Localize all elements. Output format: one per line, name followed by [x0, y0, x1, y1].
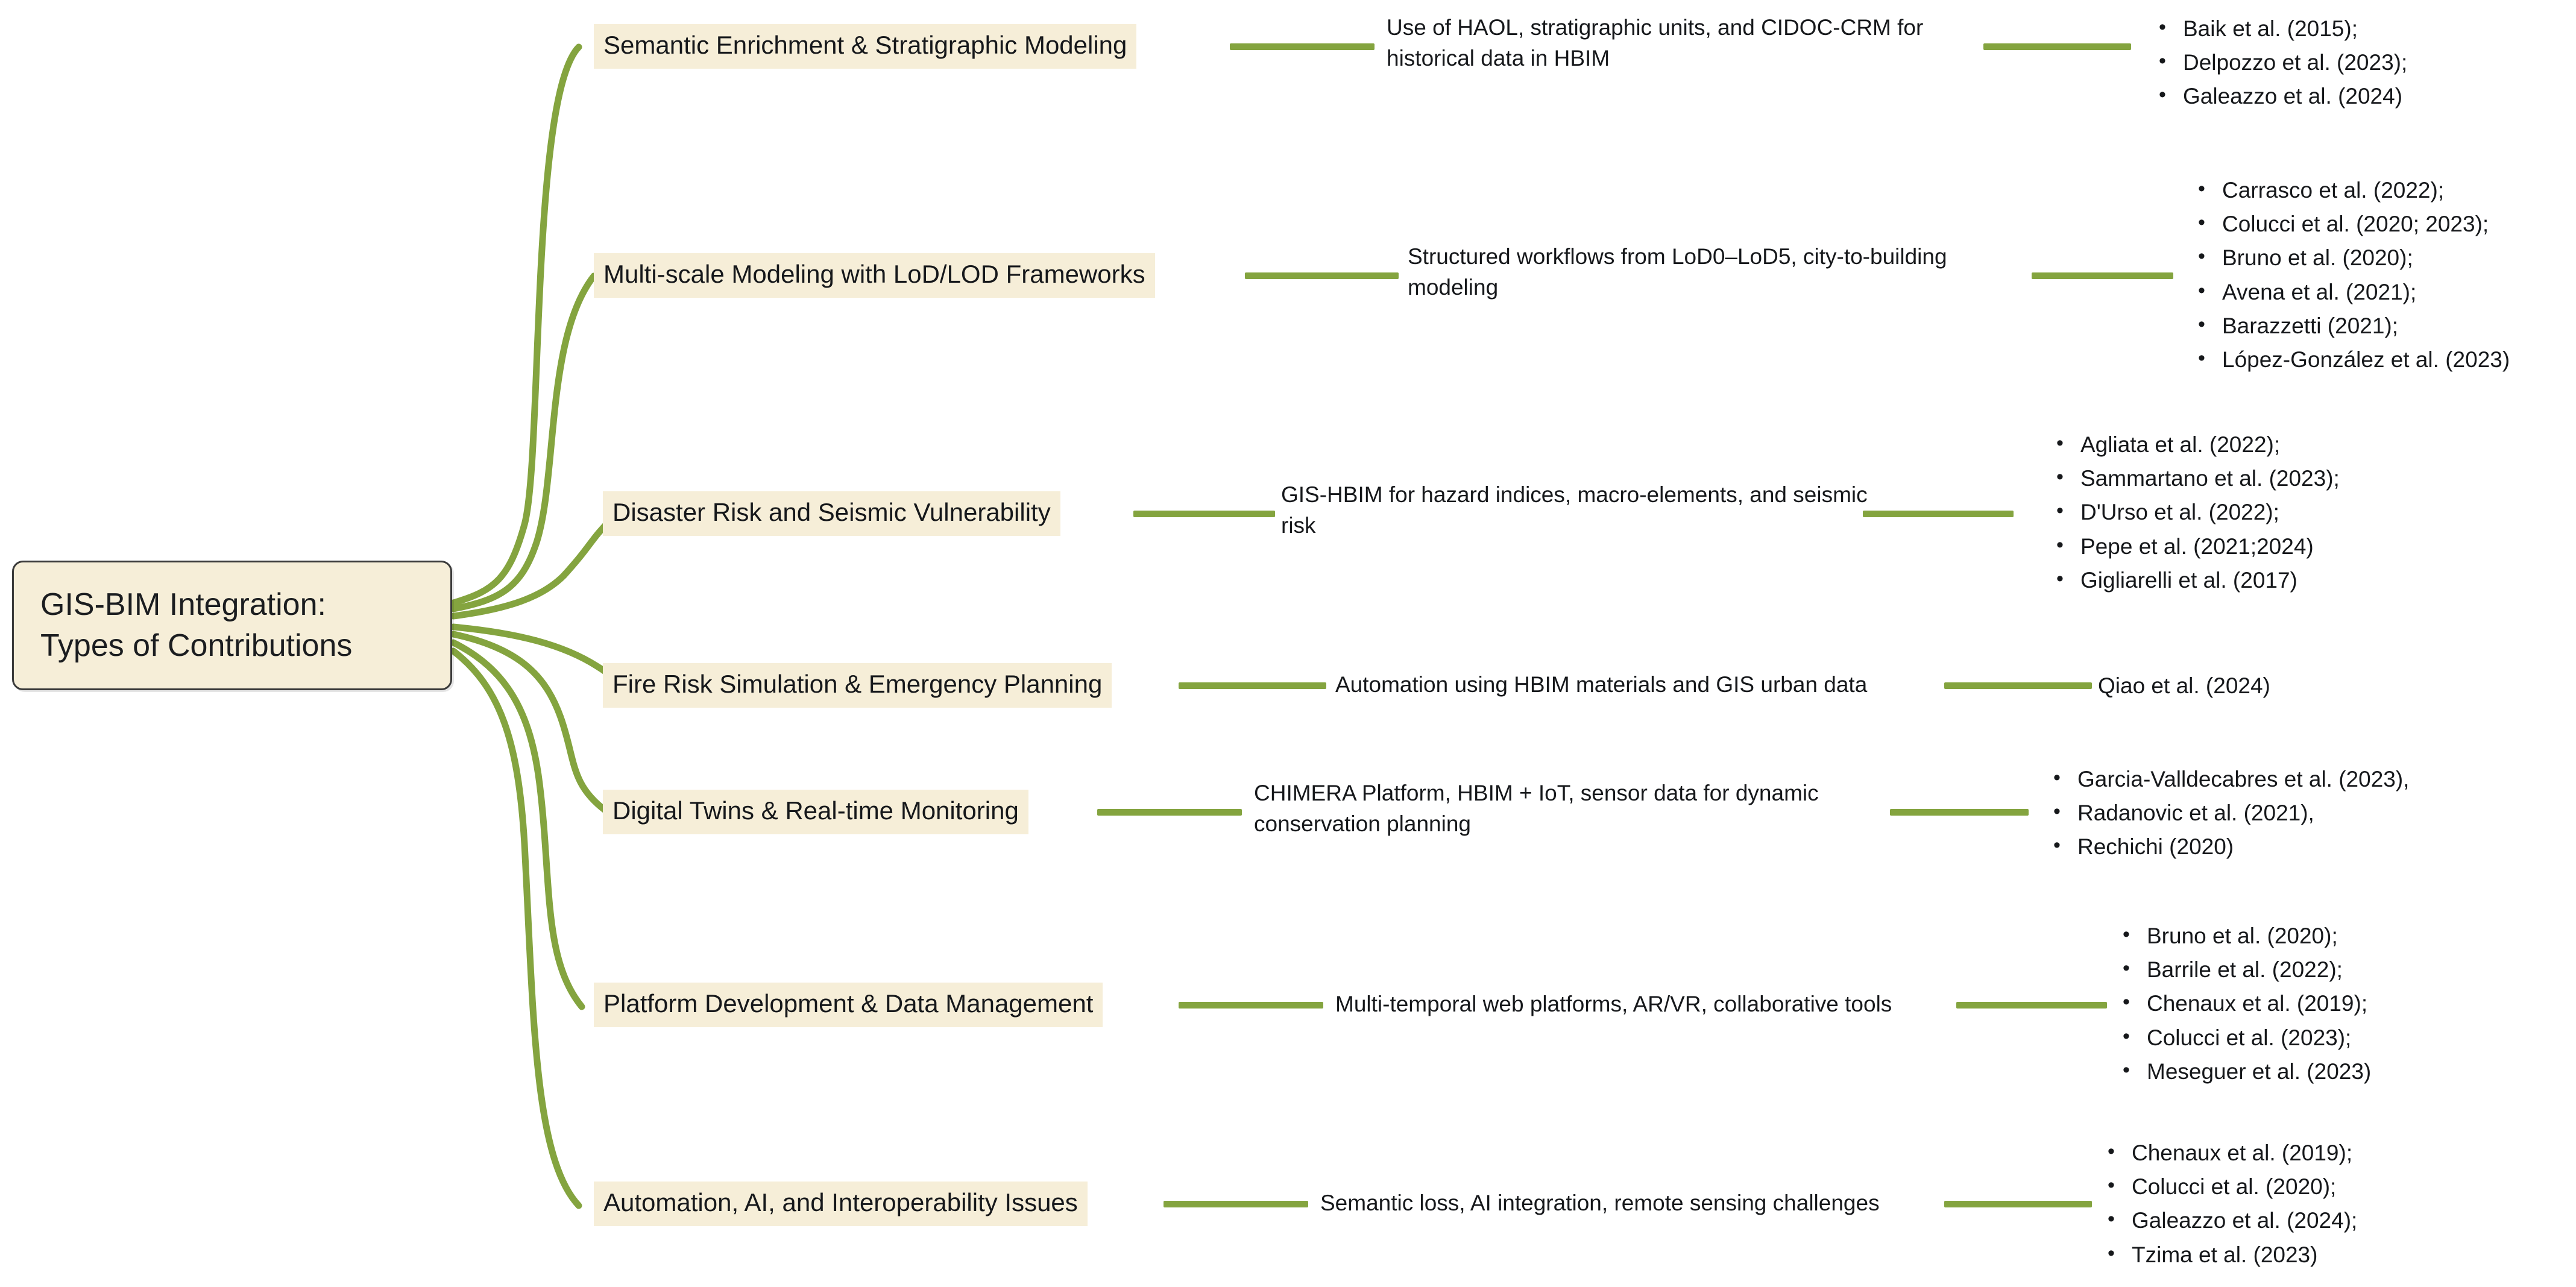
citation-item: Barazzetti (2021); — [2198, 309, 2510, 343]
topic-node-6[interactable]: Platform Development & Data Management — [594, 983, 1103, 1027]
citation-item: Agliata et al. (2022); — [2056, 428, 2340, 462]
connector-topic-desc-3 — [1133, 511, 1275, 517]
citation-item: López-González et al. (2023) — [2198, 343, 2510, 377]
description-5: CHIMERA Platform, HBIM + IoT, sensor dat… — [1254, 781, 1819, 837]
description-3: GIS-HBIM for hazard indices, macro-eleme… — [1281, 482, 1868, 538]
citation-item: Chenaux et al. (2019); — [2123, 987, 2371, 1021]
connector-desc-cites-2 — [2032, 272, 2173, 279]
connector-topic-desc-7 — [1164, 1201, 1308, 1207]
citation-item: Garcia-Valldecabres et al. (2023), — [2053, 763, 2410, 796]
citation-list-6: Bruno et al. (2020); Barrile et al. (202… — [2119, 919, 2371, 1089]
citation-item: Carrasco et al. (2022); — [2198, 174, 2510, 207]
root-node[interactable]: GIS-BIM Integration: Types of Contributi… — [12, 561, 452, 690]
description-6: Multi-temporal web platforms, AR/VR, col… — [1335, 992, 1892, 1016]
citation-item: Barrile et al. (2022); — [2123, 953, 2371, 987]
description-1: Use of HAOL, stratigraphic units, and CI… — [1387, 15, 1924, 71]
connector-desc-cites-4 — [1944, 682, 2092, 689]
topic-node-5[interactable]: Digital Twins & Real-time Monitoring — [603, 790, 1028, 834]
connector-topic-desc-1 — [1230, 43, 1375, 50]
root-title-line-1: GIS-BIM Integration: — [40, 587, 326, 622]
citation-item: Delpozzo et al. (2023); — [2159, 46, 2407, 80]
citation-item: Bruno et al. (2020); — [2123, 919, 2371, 953]
topic-node-4[interactable]: Fire Risk Simulation & Emergency Plannin… — [603, 663, 1112, 708]
citation-list-7: Chenaux et al. (2019); Colucci et al. (2… — [2104, 1136, 2357, 1272]
branch-curve-5 — [450, 631, 609, 814]
root-title-line-2: Types of Contributions — [40, 628, 353, 663]
citation-item: Colucci et al. (2023); — [2123, 1021, 2371, 1055]
branch-curve-7 — [450, 647, 582, 1209]
citation-item: Galeazzo et al. (2024); — [2108, 1204, 2357, 1238]
citation-item: Avena et al. (2021); — [2198, 275, 2510, 309]
citation-list-4: Qiao et al. (2024) — [2098, 669, 2270, 703]
branch-curve-6 — [450, 639, 585, 1010]
citation-item: D'Urso et al. (2022); — [2056, 496, 2340, 529]
citation-item: Rechichi (2020) — [2053, 830, 2409, 864]
connector-topic-desc-5 — [1097, 809, 1242, 816]
citation-item: Radanovic et al. (2021), — [2053, 796, 2409, 830]
citation-list-1: Baik et al. (2015); Delpozzo et al. (202… — [2155, 12, 2407, 114]
citation-list-5: Garcia-Valldecabres et al. (2023), Radan… — [2050, 763, 2410, 864]
citation-item: Chenaux et al. (2019); — [2108, 1136, 2357, 1170]
citation-list-2: Carrasco et al. (2022); Colucci et al. (… — [2194, 174, 2510, 377]
citation-item: Bruno et al. (2020); — [2198, 241, 2510, 275]
topic-node-7[interactable]: Automation, AI, and Interoperability Iss… — [594, 1182, 1088, 1226]
citation-item: Pepe et al. (2021;2024) — [2056, 530, 2340, 564]
citation-item: Baik et al. (2015); — [2159, 12, 2407, 46]
branch-curve-1 — [450, 43, 582, 606]
description-7: Semantic loss, AI integration, remote se… — [1320, 1191, 1880, 1215]
connector-topic-desc-2 — [1245, 272, 1399, 279]
connector-topic-desc-6 — [1179, 1002, 1323, 1009]
connector-desc-cites-7 — [1944, 1201, 2092, 1207]
citation-item: Colucci et al. (2020); — [2108, 1170, 2357, 1204]
description-2: Structured workflows from LoD0–LoD5, cit… — [1408, 244, 1947, 300]
topic-node-3[interactable]: Disaster Risk and Seismic Vulnerability — [603, 491, 1060, 536]
topic-node-1[interactable]: Semantic Enrichment & Stratigraphic Mode… — [594, 24, 1137, 69]
branch-curve-2 — [450, 272, 597, 612]
connector-desc-cites-3 — [1863, 511, 2014, 517]
citation-item: Galeazzo et al. (2024) — [2159, 80, 2407, 113]
citation-item: Gigliarelli et al. (2017) — [2056, 564, 2340, 597]
connector-desc-cites-6 — [1956, 1002, 2107, 1009]
citation-item: Meseguer et al. (2023) — [2123, 1055, 2371, 1089]
citation-item: Colucci et al. (2020; 2023); — [2198, 207, 2510, 241]
connector-desc-cites-1 — [1983, 43, 2131, 50]
connector-topic-desc-4 — [1179, 682, 1326, 689]
citation-list-3: Agliata et al. (2022); Sammartano et al.… — [2053, 428, 2340, 597]
topic-node-2[interactable]: Multi-scale Modeling with LoD/LOD Framew… — [594, 253, 1155, 298]
connector-desc-cites-5 — [1890, 809, 2029, 816]
citation-item: Tzima et al. (2023) — [2108, 1238, 2357, 1272]
description-4: Automation using HBIM materials and GIS … — [1335, 672, 1868, 697]
citation-item: Sammartano et al. (2023); — [2056, 462, 2340, 496]
citation-item: Qiao et al. (2024) — [2098, 673, 2270, 698]
branch-curve-3 — [450, 512, 619, 620]
